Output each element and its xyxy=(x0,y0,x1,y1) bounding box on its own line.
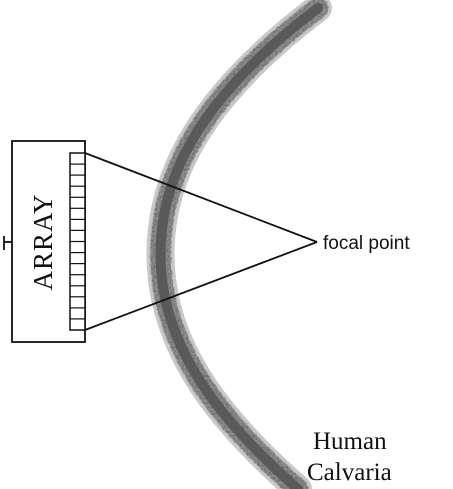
calvaria-bone xyxy=(160,8,318,489)
calvaria-label-line2: Calvaria xyxy=(307,459,392,486)
calvaria-label-line1: Human xyxy=(313,428,387,455)
beam-lower-line xyxy=(85,242,317,330)
beam-upper-line xyxy=(85,153,317,242)
calvaria-texture xyxy=(160,8,318,489)
transducer-array: ARRAY xyxy=(4,141,85,342)
focal-point-label: focal point xyxy=(323,233,410,254)
array-label: ARRAY xyxy=(28,193,58,290)
